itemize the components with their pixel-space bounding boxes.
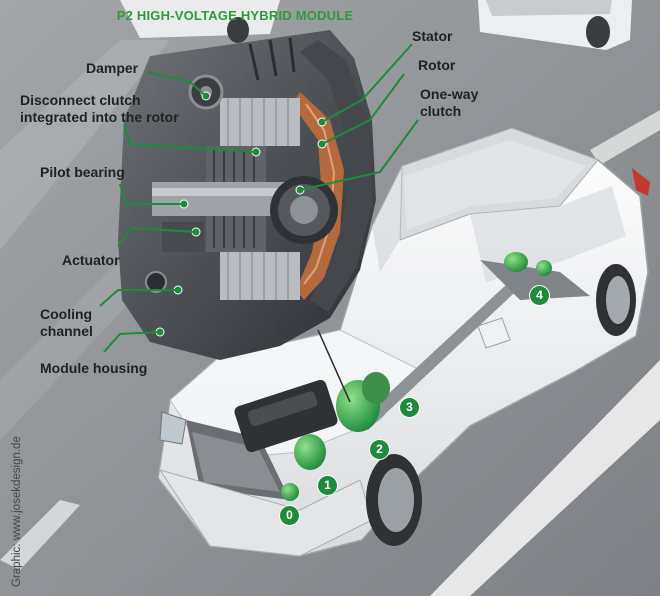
car-body — [157, 127, 650, 557]
diagram-title: P2 HIGH-VOLTAGE HYBRID MODULE — [116, 8, 354, 23]
label-one-way-clutch: One-way clutch — [420, 86, 479, 119]
graphic-credit: Graphic: www.josekdesign.de — [11, 436, 23, 587]
badge-3: 3 — [400, 398, 419, 417]
leader-lines — [99, 43, 419, 353]
badge-1: 1 — [318, 476, 337, 495]
label-damper: Damper — [86, 60, 139, 76]
distant-car — [478, 0, 632, 50]
label-cooling-channel: Cooling channel — [40, 306, 93, 339]
badge-2: 2 — [370, 440, 389, 459]
label-disconnect-clutch: Disconnect clutch integrated into the ro… — [20, 92, 179, 125]
module-leader — [317, 329, 351, 403]
drivetrain — [234, 252, 590, 501]
label-module-housing: Module housing — [40, 360, 148, 376]
label-pilot-bearing: Pilot bearing — [40, 164, 125, 180]
badge-4: 4 — [530, 286, 549, 305]
distant-car-2 — [120, 0, 280, 43]
label-stator: Stator — [412, 28, 453, 44]
label-rotor: Rotor — [418, 57, 456, 73]
label-actuator: Actuator — [62, 252, 120, 268]
badge-0: 0 — [280, 506, 299, 525]
